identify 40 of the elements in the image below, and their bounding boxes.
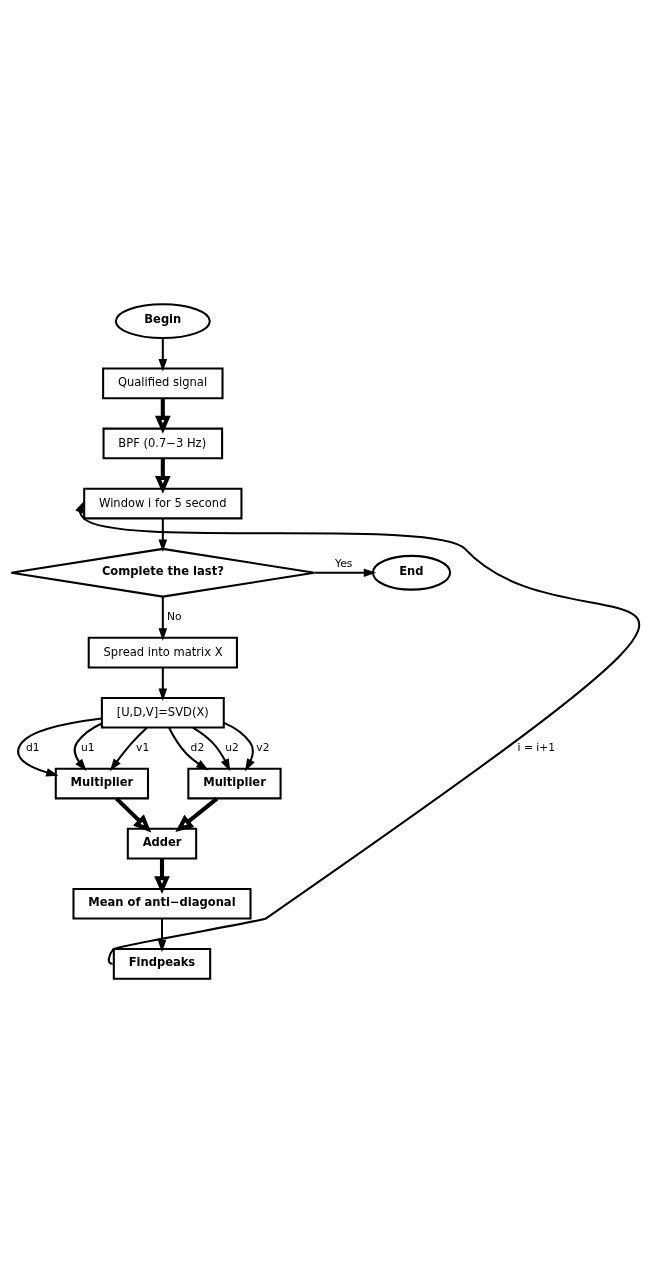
edge-label: i = i+1 xyxy=(517,740,555,754)
node-ellipse: End xyxy=(371,554,452,591)
arrow xyxy=(157,918,167,952)
node-ellipse: Begin xyxy=(114,302,211,339)
node-box: BPF (0.7−3 Hz) xyxy=(102,427,224,459)
arrow xyxy=(109,726,148,771)
node-box: Findpeaks xyxy=(112,947,212,980)
arrow xyxy=(223,721,255,771)
edge-label: No xyxy=(167,609,182,623)
node-box: [U,D,V]=SVD(X) xyxy=(100,696,225,729)
arrow xyxy=(73,722,103,771)
arrow xyxy=(115,796,152,832)
edge-label: Yes xyxy=(335,556,353,570)
arrow xyxy=(17,716,102,777)
arrow xyxy=(168,726,209,770)
node-box: Mean of anti−diagonal xyxy=(72,887,252,920)
node-box: Multiplier xyxy=(54,767,150,799)
arrow xyxy=(158,596,168,641)
arrow xyxy=(158,518,168,552)
node-box: Multiplier xyxy=(187,767,282,799)
edge-label: d2 xyxy=(190,740,205,754)
edge-label: d1 xyxy=(25,740,40,754)
edge-label: v1 xyxy=(136,740,150,754)
arrow xyxy=(158,667,168,701)
arrow xyxy=(192,726,231,771)
edge-label: u2 xyxy=(225,740,239,754)
node-box: Spread into matrix X xyxy=(87,636,238,668)
arrow xyxy=(158,337,168,371)
node-diamond: Complete the last? xyxy=(10,547,316,598)
arrow xyxy=(155,397,171,434)
arrow xyxy=(314,567,377,577)
node-box: Qualified signal xyxy=(102,367,224,399)
edge-label: v2 xyxy=(256,740,270,754)
node-box: Adder xyxy=(126,827,198,859)
node-box: Window i for 5 second xyxy=(83,487,243,519)
arrow xyxy=(155,457,171,494)
arrow xyxy=(175,796,219,832)
arrow xyxy=(154,858,170,894)
arrow xyxy=(75,500,639,964)
edge-label: u1 xyxy=(81,740,95,754)
